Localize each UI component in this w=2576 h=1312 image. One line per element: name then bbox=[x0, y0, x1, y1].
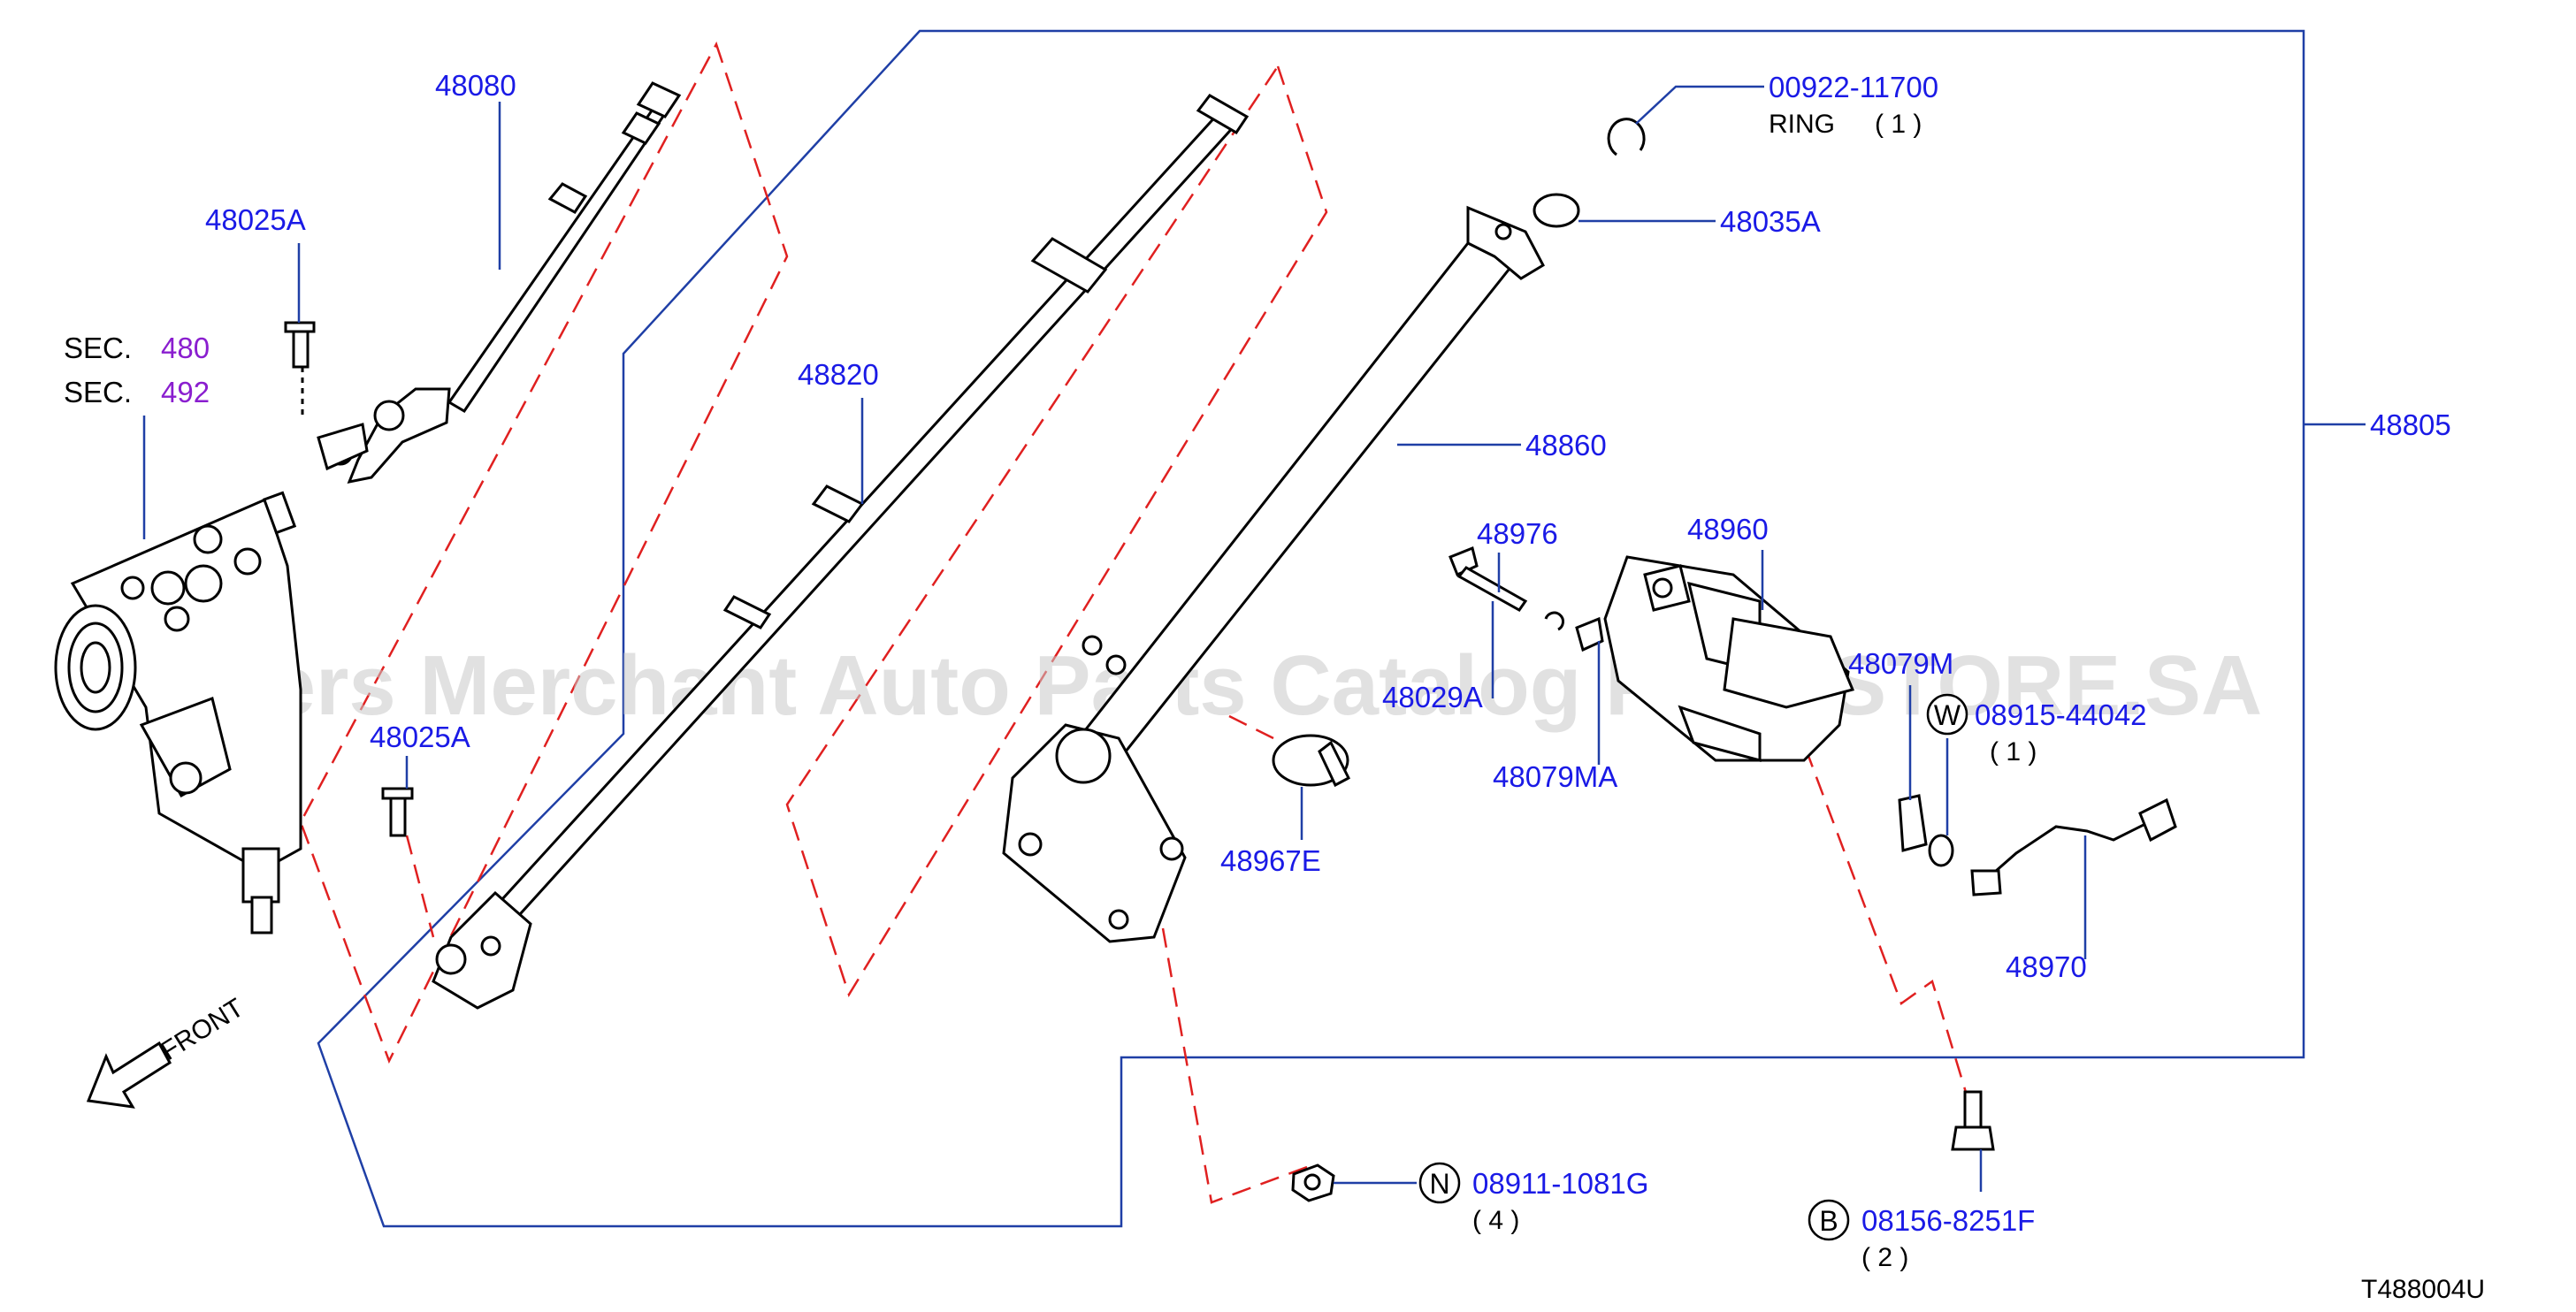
badge-nut bbox=[1418, 1162, 1461, 1204]
badge-bolt bbox=[1808, 1199, 1850, 1241]
lock-assembly-48960 bbox=[1603, 555, 1855, 762]
guide-line-clamp bbox=[1228, 714, 1274, 740]
label-48079ma: 48079MA bbox=[1493, 760, 1617, 793]
label-48805: 48805 bbox=[2370, 408, 2451, 441]
column-jacket-48860 bbox=[1002, 205, 1545, 943]
label-48029a: 48029A bbox=[1382, 681, 1483, 713]
lower-shaft-48080 bbox=[317, 81, 682, 484]
label-48976: 48976 bbox=[1477, 517, 1558, 550]
washer-08915-44042 bbox=[1928, 834, 1954, 867]
bracket-48970 bbox=[1970, 797, 2177, 896]
clamp-48967e bbox=[1272, 734, 1350, 788]
badge-washer-letter: W bbox=[1934, 699, 1961, 731]
nut-08911-1081g bbox=[1291, 1163, 1335, 1202]
label-48080: 48080 bbox=[435, 69, 516, 102]
label-48860: 48860 bbox=[1525, 429, 1607, 461]
badge-washer bbox=[1926, 693, 1968, 736]
label-sec-word-2: SEC. bbox=[64, 376, 132, 408]
leader-ring bbox=[1635, 85, 1764, 125]
bolt-48976 bbox=[1449, 545, 1565, 631]
badge-nut-letter: N bbox=[1429, 1168, 1449, 1200]
guide-line-nut bbox=[1161, 927, 1308, 1204]
label-washer-pn: 08915-44042 bbox=[1975, 698, 2147, 731]
label-48967e: 48967E bbox=[1220, 844, 1321, 877]
guide-line-48025a-bolt bbox=[405, 835, 435, 938]
column-shaft-48820 bbox=[432, 94, 1250, 1010]
front-direction-arrow: FRONT bbox=[86, 993, 248, 1109]
o-ring-48035a bbox=[1533, 193, 1580, 228]
label-48025a-bottom: 48025A bbox=[370, 721, 470, 753]
label-sec-word-1: SEC. bbox=[64, 332, 132, 364]
label-sec-480: 480 bbox=[161, 332, 210, 364]
bracket-48079ma bbox=[1575, 616, 1604, 652]
label-48025a-top: 48025A bbox=[205, 203, 306, 236]
bolt-48025a-upper bbox=[284, 321, 316, 416]
label-bolt-qty: ( 2 ) bbox=[1861, 1243, 1908, 1272]
assembly-boundary-48805 bbox=[317, 29, 2305, 1228]
guide-outline-intermediate-shaft bbox=[299, 41, 789, 1064]
label-sec-492: 492 bbox=[161, 376, 210, 408]
label-washer-qty: ( 1 ) bbox=[1990, 737, 2037, 767]
label-bolt-pn: 08156-8251F bbox=[1861, 1204, 2035, 1237]
badge-bolt-letter: B bbox=[1819, 1205, 1838, 1237]
label-48960: 48960 bbox=[1687, 513, 1769, 545]
label-nut-qty: ( 4 ) bbox=[1472, 1206, 1519, 1235]
steering-gear-box bbox=[54, 491, 302, 934]
label-48079m: 48079M bbox=[1848, 647, 1953, 680]
diagram-code: T488004U bbox=[2361, 1275, 2485, 1304]
guide-outline-column-shaft bbox=[785, 64, 1328, 997]
bracket-48079m bbox=[1898, 794, 1928, 852]
label-ring-qty: ( 1 ) bbox=[1875, 110, 1922, 139]
label-nut-pn: 08911-1081G bbox=[1472, 1167, 1648, 1200]
label-48820: 48820 bbox=[798, 358, 879, 391]
ring-00922-11700 bbox=[1607, 118, 1646, 156]
label-front: FRONT bbox=[156, 993, 248, 1066]
bolt-08156-8251f bbox=[1951, 1090, 1995, 1151]
label-ring-pn: 00922-11700 bbox=[1769, 71, 1938, 103]
guide-line-bolt-b bbox=[1793, 720, 1978, 1128]
label-48035a: 48035A bbox=[1720, 205, 1821, 238]
bolt-48025a-lower bbox=[381, 787, 414, 837]
label-ring-name: RING bbox=[1769, 110, 1835, 139]
label-48970: 48970 bbox=[2006, 950, 2087, 983]
